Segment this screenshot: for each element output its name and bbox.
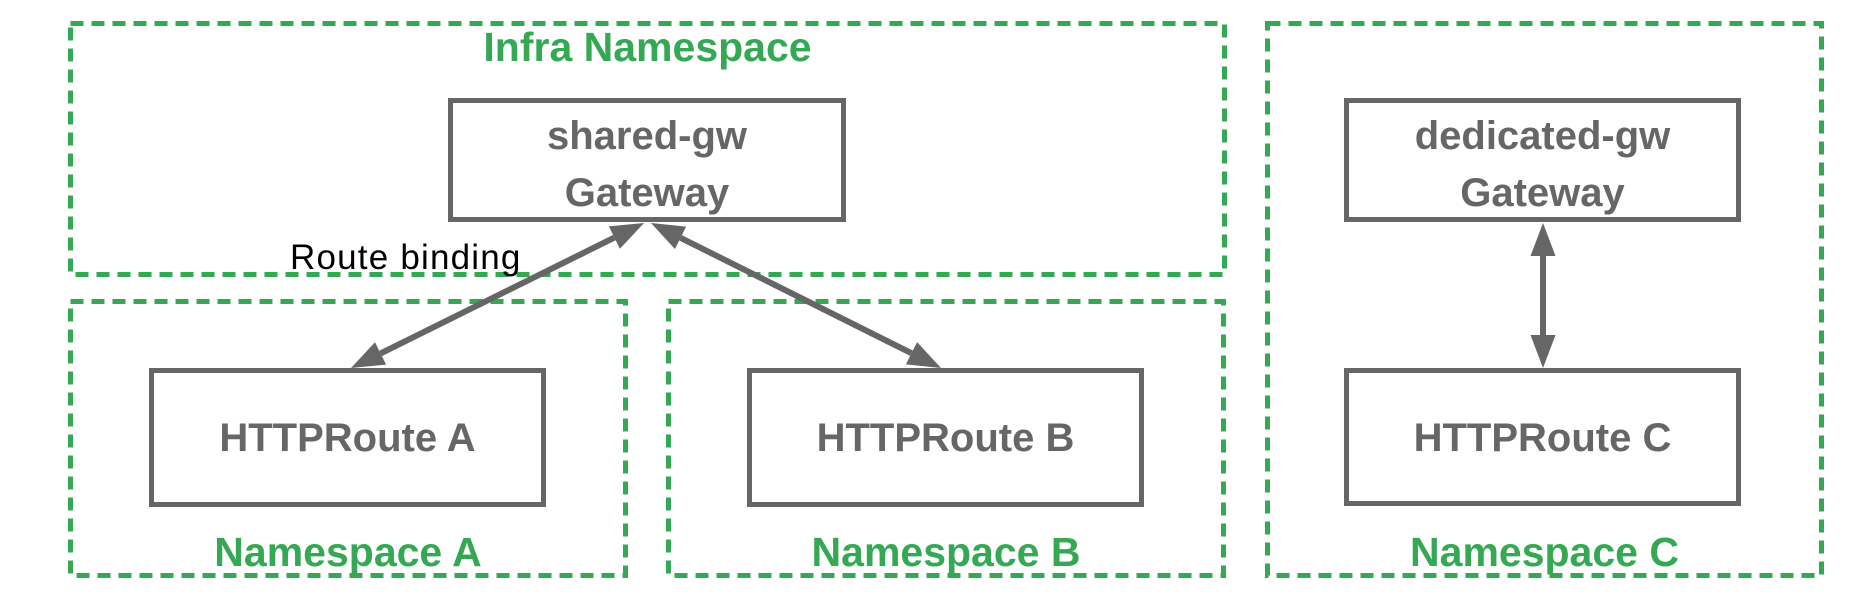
namespace-a-boundary	[68, 299, 628, 578]
route-binding-annotation: Route binding	[290, 238, 522, 277]
arrowhead-down-to-route-a	[351, 342, 387, 368]
arrow-dedicated-gw-route-c	[1530, 223, 1556, 368]
httproute-c-node: HTTPRoute C	[1344, 368, 1741, 506]
shared-gw-gateway-node: shared-gw Gateway	[448, 98, 846, 222]
namespace-a-label: Namespace A	[214, 529, 482, 575]
shared-gw-name: shared-gw	[546, 113, 748, 158]
dedicated-gw-gateway-node: dedicated-gw Gateway	[1344, 98, 1741, 222]
arrowhead-up-right	[651, 223, 687, 249]
arrowhead-up-left	[608, 223, 644, 249]
arrowhead-down-to-route-c	[1530, 335, 1556, 368]
arrow-shared-gw-route-a	[351, 223, 644, 368]
shared-gw-kind: Gateway	[564, 170, 730, 215]
infra-namespace-boundary	[68, 21, 1227, 277]
arrowhead-up-to-dedicated-gw	[1530, 223, 1556, 256]
namespace-b-label: Namespace B	[811, 529, 1081, 575]
arrow-shared-gw-route-b	[651, 223, 941, 368]
namespace-c-label: Namespace C	[1410, 529, 1679, 575]
httproute-b-label: HTTPRoute B	[816, 416, 1075, 460]
dedicated-gw-name: dedicated-gw	[1414, 113, 1671, 158]
httproute-b-node: HTTPRoute B	[747, 368, 1144, 507]
dedicated-gw-kind: Gateway	[1460, 170, 1625, 215]
arrowhead-down-to-route-b	[905, 342, 941, 368]
infra-namespace-label: Infra Namespace	[483, 24, 812, 70]
httproute-c-label: HTTPRoute C	[1413, 415, 1672, 460]
httproute-a-label: HTTPRoute A	[219, 416, 476, 460]
httproute-a-node: HTTPRoute A	[149, 368, 546, 507]
namespace-b-boundary	[666, 299, 1226, 578]
namespace-c-boundary	[1265, 21, 1824, 578]
